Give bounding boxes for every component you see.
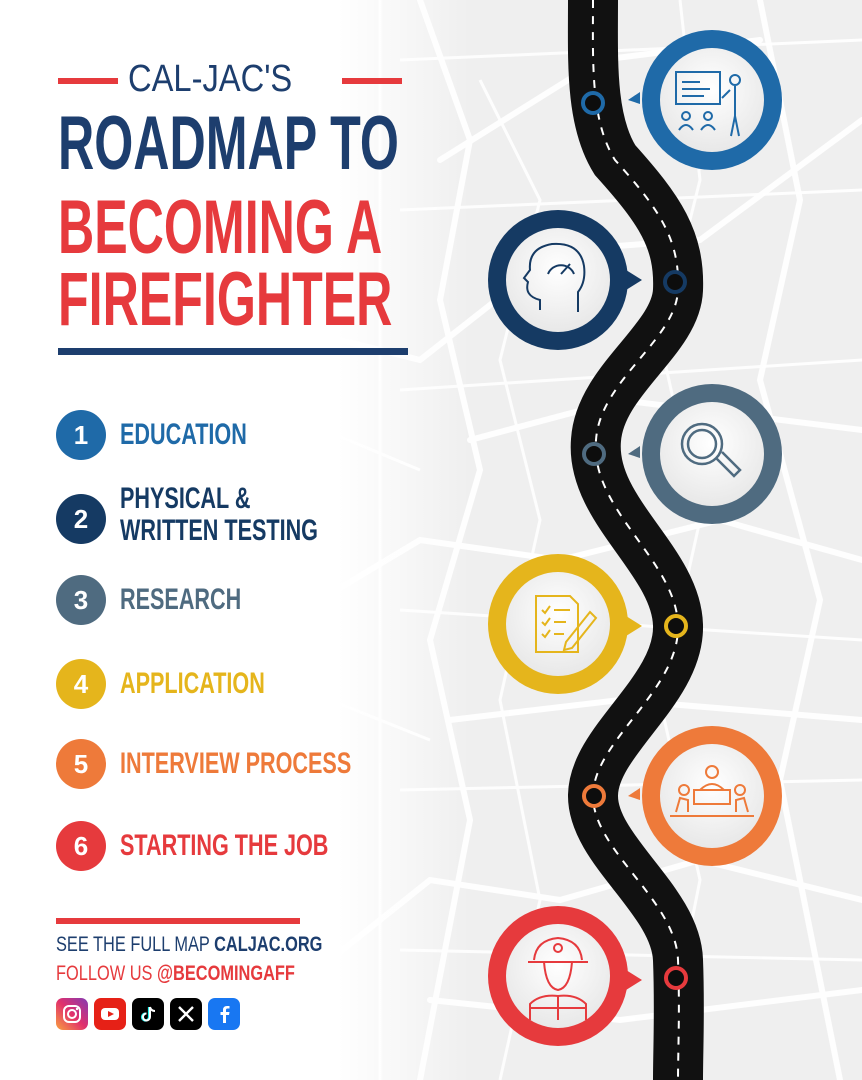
checklist-pencil-icon — [488, 554, 642, 694]
step-5: 5 INTERVIEW PROCESS — [56, 739, 351, 789]
header-line3: BECOMING A — [58, 185, 383, 270]
youtube-icon[interactable] — [94, 998, 126, 1030]
step-label: PHYSICAL & — [120, 482, 251, 515]
header-rule-left — [58, 78, 118, 84]
marker-3 — [582, 442, 606, 466]
step-label: STARTING THE JOB — [120, 829, 329, 862]
facebook-icon[interactable] — [208, 998, 240, 1030]
step-label-line2: WRITTEN TESTING — [120, 514, 318, 547]
step-1: 1 EDUCATION — [56, 410, 247, 460]
firefighter-icon — [488, 906, 642, 1046]
classroom-presentation-icon — [628, 30, 782, 170]
header-underline — [58, 348, 408, 355]
header-rule-right — [342, 78, 402, 84]
step-label: INTERVIEW PROCESS — [120, 747, 352, 780]
head-gauge-icon — [488, 210, 642, 350]
header-line4: FIREFIGHTER — [58, 257, 393, 342]
magnifying-glass-icon — [628, 384, 782, 524]
step-label: RESEARCH — [120, 583, 242, 616]
footer-follow-line: FOLLOW US @BECOMINGAFF — [56, 963, 295, 985]
step-6: 6 STARTING THE JOB — [56, 821, 328, 871]
footer-follow-prefix: FOLLOW US — [56, 962, 158, 985]
x-icon[interactable] — [170, 998, 202, 1030]
instagram-icon[interactable] — [56, 998, 88, 1030]
marker-6 — [664, 966, 688, 990]
marker-2 — [663, 270, 687, 294]
step-3: 3 RESEARCH — [56, 575, 241, 625]
header-line1: CAL-JAC'S — [128, 58, 293, 100]
footer-map-prefix: SEE THE FULL MAP — [56, 933, 215, 956]
step-label: APPLICATION — [120, 667, 265, 700]
step-number: 6 — [56, 821, 106, 871]
step-label: EDUCATION — [120, 418, 247, 451]
marker-4 — [664, 614, 688, 638]
step-number: 4 — [56, 659, 106, 709]
step-4: 4 APPLICATION — [56, 659, 265, 709]
interview-table-icon — [628, 726, 782, 866]
step-number: 3 — [56, 575, 106, 625]
tiktok-icon[interactable] — [132, 998, 164, 1030]
step-2: 2 PHYSICAL & WRITTEN TESTING — [56, 484, 318, 546]
step-number: 5 — [56, 739, 106, 789]
marker-5 — [582, 784, 606, 808]
marker-1 — [581, 91, 605, 115]
footer-rule — [56, 918, 300, 924]
footer-map-link[interactable]: CALJAC.ORG — [214, 933, 323, 956]
step-number: 1 — [56, 410, 106, 460]
header-line2: ROADMAP TO — [58, 101, 399, 186]
footer-follow-handle[interactable]: @BECOMINGAFF — [157, 962, 295, 985]
step-number: 2 — [56, 494, 106, 544]
social-icons — [56, 998, 240, 1030]
footer-map-line: SEE THE FULL MAP CALJAC.ORG — [56, 934, 322, 956]
